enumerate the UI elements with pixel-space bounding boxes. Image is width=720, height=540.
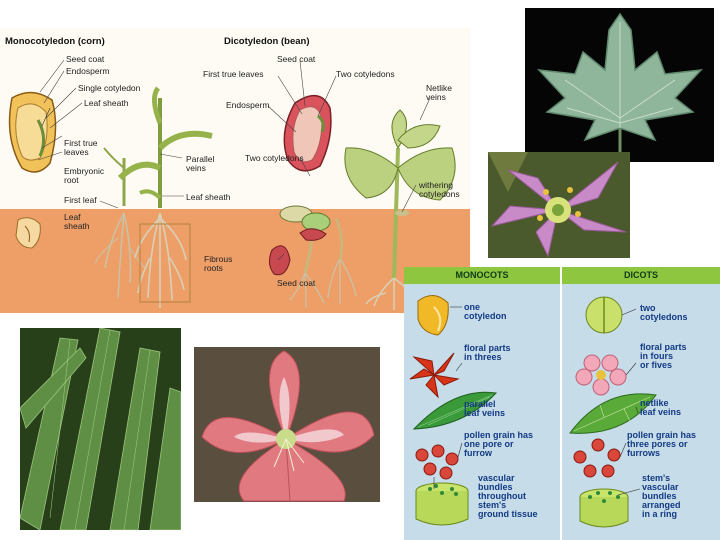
label-seed-coat-bean-bottom: Seed coat [277, 279, 315, 288]
label-withering-cotyledons: withering cotyledons [419, 181, 469, 199]
label-single-cotyledon: Single cotyledon [78, 84, 140, 93]
di-row-2-label: floral parts in fours or fives [640, 343, 687, 370]
label-embryonic-root: Embryonic root [64, 167, 108, 185]
amaryllis-flower-photo [194, 347, 380, 502]
label-leaf-sheath-top: Leaf sheath [84, 99, 128, 108]
monocot-dicot-comparison-chart: MONOCOTS DICOTS [404, 267, 720, 540]
label-two-cotyledons-top: Two cotyledons [336, 70, 395, 79]
label-fibrous-roots: Fibrous roots [204, 255, 242, 273]
mono-row-5-label: vascular bundles throughout stem's groun… [478, 474, 538, 519]
label-seed-coat-bean-top: Seed coat [277, 55, 315, 64]
monocot-leaves-photo [20, 328, 181, 530]
label-seed-coat-corn: Seed coat [66, 55, 104, 64]
small-corn-seed [16, 218, 40, 248]
di-row-5-label: stem's vascular bundles arranged in a ri… [642, 474, 681, 519]
maple-leaf-photo [525, 8, 714, 162]
label-leaf-sheath-mid: Leaf sheath [186, 193, 230, 202]
seed-germination-diagram: Monocotyledon (corn) Dicotyledon (bean) … [0, 28, 470, 313]
mono-row-2-label: floral parts in threes [464, 344, 511, 362]
di-row-3-label: netlike leaf veins [640, 399, 681, 417]
label-endosperm-corn: Endosperm [66, 67, 109, 76]
label-leaf-sheath-bottom: Leaf sheath [64, 213, 98, 231]
mono-row-1-label: one cotyledon [464, 303, 507, 321]
label-two-cotyledons-mid: Two cotyledons [245, 154, 304, 163]
bean-seedling-young [269, 206, 356, 308]
label-first-true-leaves-corn: First true leaves [64, 139, 108, 157]
mono-row-4-label: pollen grain has one pore or furrow [464, 431, 533, 458]
label-netlike-veins: Netlike veins [426, 84, 462, 102]
label-first-true-leaves-bean: First true leaves [203, 70, 263, 79]
mono-row-3-label: parallel leaf veins [464, 400, 505, 418]
pink-flower-photo [488, 152, 630, 258]
corn-kernel-illustration [10, 92, 56, 172]
label-parallel-veins: Parallel veins [186, 155, 224, 173]
monocot-diagram-title: Monocotyledon (corn) [5, 36, 105, 47]
label-first-leaf: First leaf [64, 196, 97, 205]
dicot-diagram-title: Dicotyledon (bean) [224, 36, 310, 47]
di-row-1-label: two cotyledons [640, 304, 688, 322]
label-endosperm-bean: Endosperm [226, 101, 269, 110]
di-row-4-label: pollen grain has three pores or furrows [627, 431, 696, 458]
